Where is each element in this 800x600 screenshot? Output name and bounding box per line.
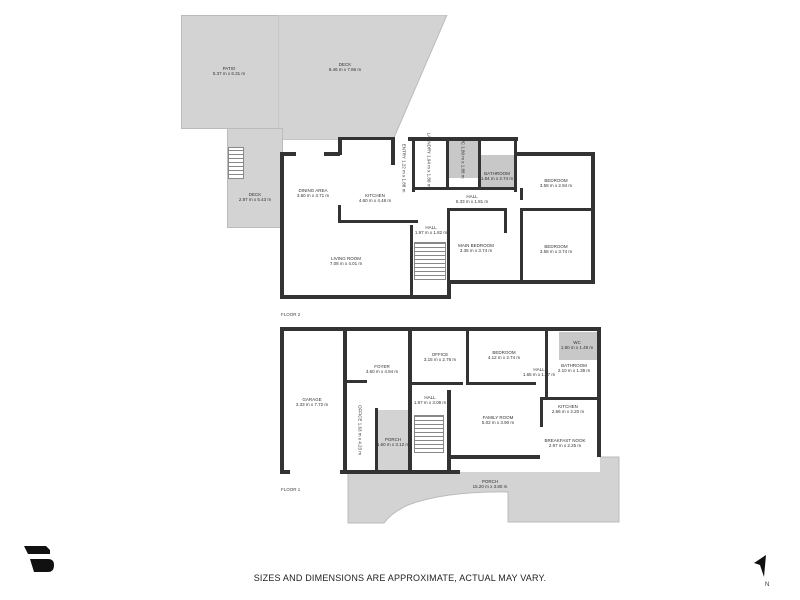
brand-logo-icon (24, 546, 54, 572)
deck-area (278, 15, 448, 140)
room-label: LAUNDRY 1.94 m x 1.80 m (426, 132, 432, 188)
patio-area (181, 15, 279, 129)
room-label: ENTRY 1.22 m x 1.88 m (401, 143, 407, 193)
north-arrow-icon (754, 555, 766, 577)
floor-2-label: FLOOR 2 (281, 312, 301, 317)
disclaimer-text: SIZES AND DIMENSIONS ARE APPROXIMATE, AC… (253, 573, 547, 583)
room-label: WC 1.80 m x 1.88 m (460, 137, 466, 179)
floor-1-label: FLOOR 1 (281, 487, 301, 492)
deck-stairs (228, 147, 244, 179)
interior-stairs-floor-1 (414, 415, 444, 453)
room-label: OFFICE 1.63 m x 4.23 m (357, 404, 363, 456)
compass-label: N (765, 582, 770, 588)
interior-stairs-floor-2 (414, 242, 446, 280)
